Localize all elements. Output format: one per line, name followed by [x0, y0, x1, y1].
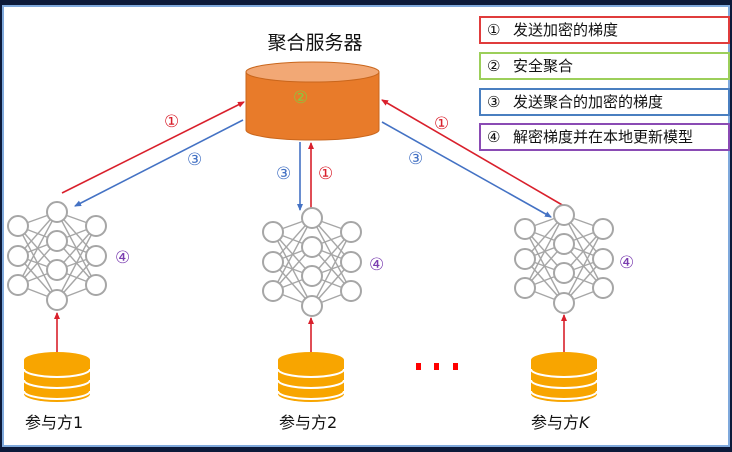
- send-label-1: ①: [164, 112, 180, 132]
- network-node: [340, 280, 362, 302]
- participant-index: K: [579, 413, 590, 432]
- participant-index: 2: [327, 413, 338, 432]
- participant-index: 1: [73, 413, 84, 432]
- return-arrow-1: [74, 119, 244, 207]
- network-node: [85, 274, 107, 296]
- network-node: [340, 251, 362, 273]
- network-node: [7, 274, 29, 296]
- send-arrow-k: [381, 99, 565, 207]
- send-arrow-1: [61, 101, 245, 194]
- network-node: [553, 262, 575, 284]
- neural-network-icon-1: [7, 201, 107, 311]
- network-node: [592, 277, 614, 299]
- return-label-k: ③: [408, 149, 424, 169]
- legend-text: 发送聚合的加密的梯度: [513, 93, 664, 111]
- network-node: [514, 248, 536, 270]
- legend-item-decrypt-update: ④ 解密梯度并在本地更新模型: [479, 123, 730, 151]
- network-node: [46, 259, 68, 281]
- legend-item-send-encrypted: ① 发送加密的梯度: [479, 16, 730, 44]
- network-edge: [56, 225, 97, 301]
- legend-num: ④: [487, 128, 501, 146]
- send-label-k: ①: [434, 114, 450, 134]
- network-node: [46, 201, 68, 223]
- participant-label-2: 参与方2: [279, 409, 337, 433]
- server-title: 聚合服务器: [267, 32, 363, 54]
- network-node: [301, 207, 323, 229]
- return-label-2: ③: [276, 164, 292, 184]
- participant-name: 参与方: [25, 413, 74, 432]
- network-node: [85, 215, 107, 237]
- network-node: [301, 265, 323, 287]
- participant-label-k: 参与方K: [531, 409, 590, 433]
- network-edge: [311, 231, 352, 307]
- database-icon-2: [277, 352, 345, 402]
- aggregate-step-label: ②: [293, 88, 309, 108]
- update-label-1: ④: [115, 248, 131, 268]
- legend-text: 安全聚合: [513, 57, 574, 75]
- network-node: [553, 204, 575, 226]
- network-node: [592, 218, 614, 240]
- neural-network-icon-2: [262, 207, 362, 317]
- legend-text: 解密梯度并在本地更新模型: [513, 128, 694, 146]
- legend-text: 发送加密的梯度: [513, 21, 619, 39]
- network-node: [85, 245, 107, 267]
- network-node: [262, 221, 284, 243]
- participant-label-1: 参与方1: [25, 409, 83, 433]
- network-node: [592, 248, 614, 270]
- network-node: [340, 221, 362, 243]
- send-label-2: ①: [318, 164, 334, 184]
- network-node: [46, 230, 68, 252]
- legend-num: ③: [487, 93, 501, 111]
- network-node: [301, 295, 323, 317]
- network-node: [262, 280, 284, 302]
- database-icon-k: [530, 352, 598, 402]
- update-label-2: ④: [369, 255, 385, 275]
- network-edge: [563, 228, 604, 304]
- participant-name: 参与方: [531, 413, 580, 432]
- network-edge: [524, 214, 565, 289]
- return-label-1: ③: [187, 150, 203, 170]
- network-node: [46, 289, 68, 311]
- network-edge: [272, 217, 313, 292]
- network-node: [553, 233, 575, 255]
- participant-name: 参与方: [279, 413, 328, 432]
- network-node: [262, 251, 284, 273]
- return-arrow-k: [381, 121, 552, 218]
- server-cylinder-icon: [245, 61, 380, 141]
- legend-item-send-aggregated: ③ 发送聚合的加密的梯度: [479, 88, 730, 116]
- legend-num: ②: [487, 57, 501, 75]
- neural-network-icon-k: [514, 204, 614, 314]
- network-node: [301, 236, 323, 258]
- ellipsis-dot: [416, 363, 421, 370]
- legend-num: ①: [487, 21, 501, 39]
- network-node: [7, 215, 29, 237]
- network-node: [7, 245, 29, 267]
- network-edge: [17, 211, 58, 286]
- ellipsis-dot: [453, 363, 458, 370]
- update-label-k: ④: [619, 253, 635, 273]
- ellipsis-dot: [434, 363, 439, 370]
- legend-item-secure-aggregation: ② 安全聚合: [479, 52, 730, 80]
- database-icon-1: [23, 352, 91, 402]
- network-node: [514, 277, 536, 299]
- network-node: [553, 292, 575, 314]
- network-node: [514, 218, 536, 240]
